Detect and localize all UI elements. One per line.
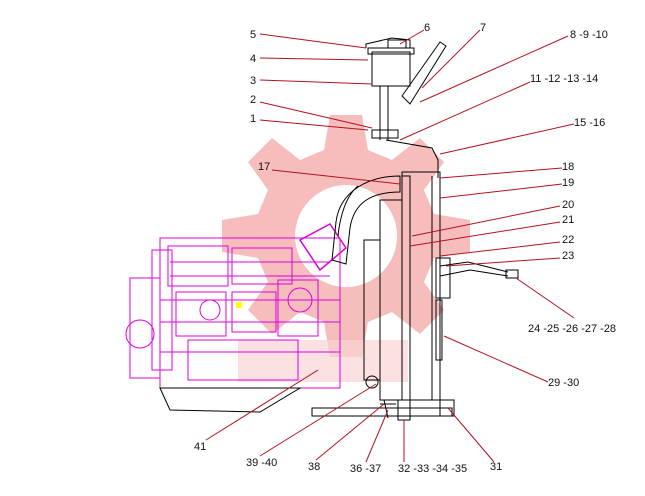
callout-38: 38 [308, 461, 320, 473]
callout-8-9-10: 8 -9 -10 [570, 29, 608, 41]
callout-2: 2 [250, 94, 256, 106]
callout-20: 20 [562, 199, 574, 211]
callout-18: 18 [562, 161, 574, 173]
air-cleaner-assembly [365, 37, 447, 178]
callout-36-37: 36 -37 [350, 463, 381, 475]
callout-17: 17 [258, 161, 270, 173]
callout-41: 41 [194, 441, 206, 453]
callout-11-12-13-14: 11 -12 -13 -14 [530, 73, 598, 85]
callout-29-30: 29 -30 [548, 377, 579, 389]
callout-1: 1 [250, 113, 256, 125]
callout-3: 3 [250, 75, 256, 87]
callout-15-16: 15 -16 [574, 117, 605, 129]
callout-labels: 5 6 7 8 -9 -10 4 3 11 -12 -13 -14 2 1 15… [194, 22, 616, 475]
engine-block [125, 223, 347, 413]
callout-6: 6 [424, 22, 430, 34]
callout-24-28: 24 -25 -26 -27 -28 [528, 323, 616, 335]
support-frame [311, 375, 455, 421]
callout-19: 19 [562, 177, 574, 189]
highlight-marker [236, 302, 242, 308]
callout-7: 7 [480, 22, 486, 34]
radiator-stack [363, 171, 451, 401]
callout-39-40: 39 -40 [246, 457, 277, 469]
callout-23: 23 [562, 250, 574, 262]
callout-31: 31 [490, 461, 502, 473]
callout-22: 22 [562, 234, 574, 246]
intake-pipe [331, 175, 401, 265]
callout-5: 5 [250, 29, 256, 41]
leader-lines [205, 29, 575, 463]
callout-4: 4 [250, 53, 256, 65]
control-lever [439, 261, 519, 279]
callout-21: 21 [562, 214, 574, 226]
callout-32-35: 32 -33 -34 -35 [398, 463, 467, 475]
